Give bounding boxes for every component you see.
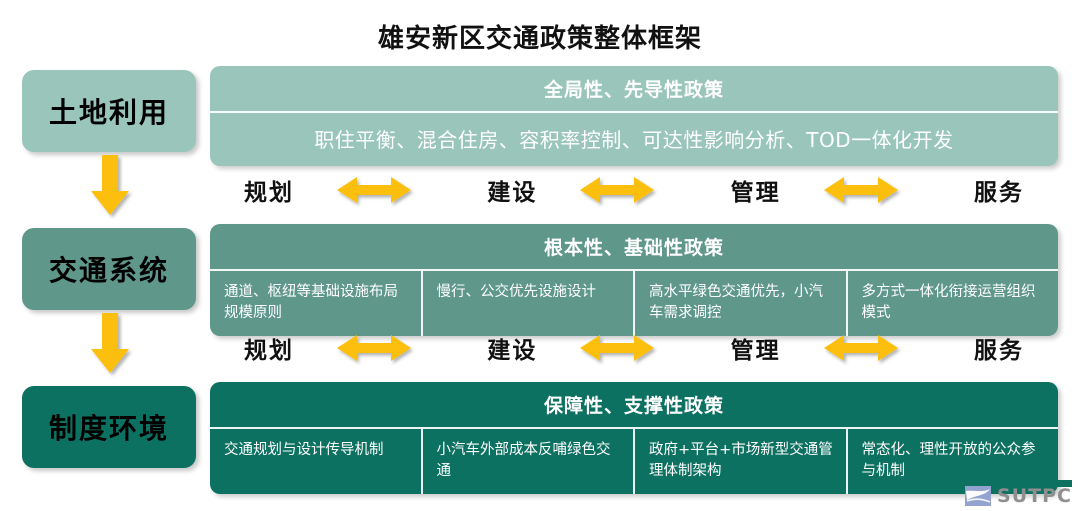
policy-panel-safeguard-support: 保障性、支撑性政策 交通规划与设计传导机制 小汽车外部成本反哺绿色交通 政府+平… [210,382,1058,495]
sutpc-swoosh-icon [965,486,992,506]
policy-panel-header: 全局性、先导性政策 [210,66,1058,113]
policy-cell: 政府+平台+市场新型交通管理体制架构 [635,429,848,495]
policy-cell: 小汽车外部成本反哺绿色交通 [423,429,635,495]
double-arrow-icon [815,333,907,363]
down-arrow-icon [91,313,129,375]
policy-panel-fundamental-basic: 根本性、基础性政策 通道、枢纽等基础设施布局规模原则 慢行、公交优先设施设计 高… [210,224,1058,337]
sutpc-logo: SUTPC [965,485,1072,507]
policy-panel-body-text: 职住平衡、混合住房、容积率控制、可达性影响分析、TOD一体化开发 [314,128,954,152]
flow-label-construction: 建设 [487,338,538,364]
down-arrow-icon [91,155,129,217]
policy-cell: 慢行、公交优先设施设计 [423,271,635,337]
policy-cell: 通道、枢纽等基础设施布局规模原则 [210,271,423,337]
policy-cell: 常态化、理性开放的公众参与机制 [861,442,1036,480]
logo-accent-bar [954,480,1072,487]
flow-label-management: 管理 [730,338,781,364]
double-arrow-icon [571,333,663,363]
policy-panel-cells: 交通规划与设计传导机制 小汽车外部成本反哺绿色交通 政府+平台+市场新型交通管理… [210,429,1058,495]
page-title: 雄安新区交通政策整体框架 [377,24,702,54]
double-arrow-icon [328,333,420,363]
flow-label-planning: 规划 [244,180,294,206]
double-arrow-icon [328,175,420,205]
flow-label-planning: 规划 [244,338,294,364]
stage-box-institutional-environment: 制度环境 [22,386,196,468]
double-arrow-icon [815,175,907,205]
stage-box-transport-system: 交通系统 [22,228,196,310]
flow-row-top: 规划 建设 管理 [210,168,1058,212]
double-arrow-icon [571,175,663,205]
stage-box-land-use: 土地利用 [22,70,196,152]
flow-label-service: 服务 [973,180,1024,206]
sutpc-logo-text: SUTPC [997,485,1072,507]
stage-box-label: 制度环境 [48,412,169,445]
policy-panel-global-leading: 全局性、先导性政策 职住平衡、混合住房、容积率控制、可达性影响分析、TOD一体化… [210,66,1058,166]
policy-panel-header: 根本性、基础性政策 [210,224,1058,271]
policy-cell: 交通规划与设计传导机制 [210,429,423,495]
stage-box-label: 土地利用 [48,96,169,129]
flow-label-service: 服务 [973,338,1024,364]
flow-label-management: 管理 [730,180,781,206]
policy-cell: 高水平绿色交通优先，小汽车需求调控 [635,271,848,337]
flow-label-construction: 建设 [487,180,538,206]
policy-panel-cells: 通道、枢纽等基础设施布局规模原则 慢行、公交优先设施设计 高水平绿色交通优先，小… [210,271,1058,337]
policy-panel-header: 保障性、支撑性政策 [210,382,1058,429]
policy-cell: 多方式一体化衔接运营组织模式 [861,284,1036,322]
flow-row-bottom: 规划 建设 管理 [210,326,1058,370]
stage-box-label: 交通系统 [48,254,169,287]
